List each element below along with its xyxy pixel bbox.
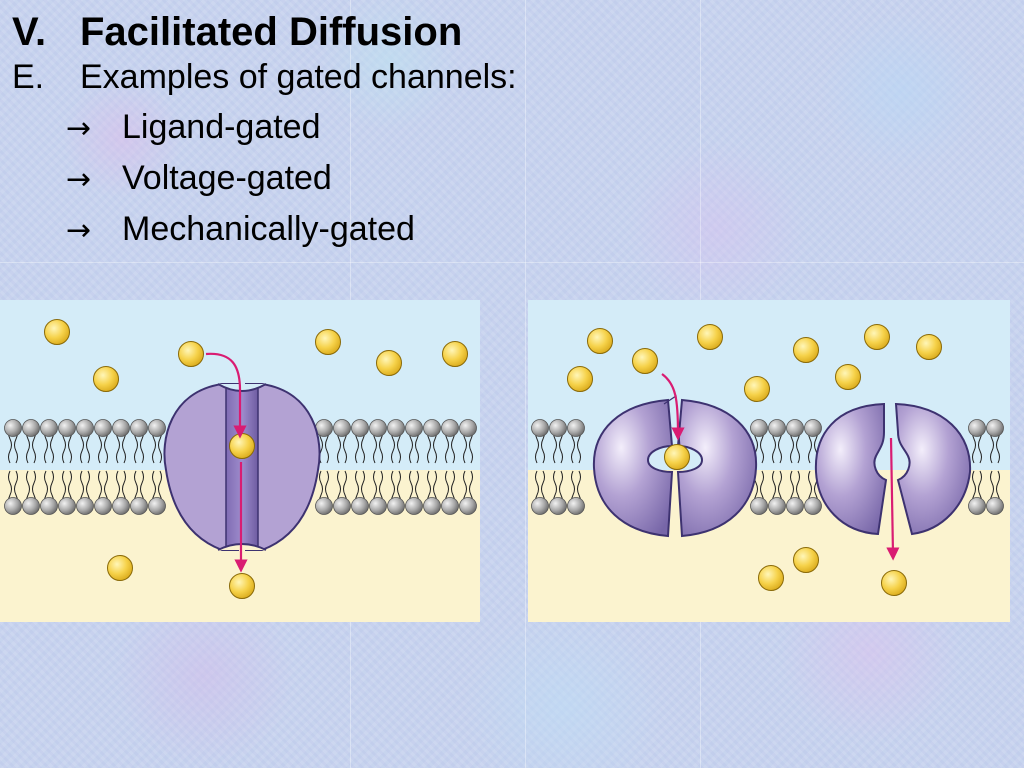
slide-title: V. Facilitated Diffusion xyxy=(12,8,462,56)
bullet-item: → Ligand-gated xyxy=(66,106,321,150)
diffusion-arrow-left xyxy=(205,352,248,573)
subheading-text: Examples of gated channels: xyxy=(80,58,517,96)
diffusion-arrow-right xyxy=(661,373,900,561)
bullet-item: → Mechanically-gated xyxy=(66,208,415,252)
bullet-text: Mechanically-gated xyxy=(122,210,415,248)
bullet-item: → Voltage-gated xyxy=(66,157,332,201)
right-arrow-icon: → xyxy=(66,111,92,146)
closed-gated-channel xyxy=(592,394,758,538)
background-divider xyxy=(0,262,1024,263)
subheading: E. Examples of gated channels: xyxy=(12,56,517,98)
bullet-text: Voltage-gated xyxy=(122,159,332,197)
title-text: Facilitated Diffusion xyxy=(80,10,463,54)
right-arrow-icon: → xyxy=(66,213,92,248)
right-arrow-icon: → xyxy=(66,162,92,197)
open-gated-channel xyxy=(814,402,972,536)
bullet-text: Ligand-gated xyxy=(122,108,321,146)
title-number: V. xyxy=(12,10,47,54)
subheading-letter: E. xyxy=(12,58,45,96)
ligand-gated-panel xyxy=(0,300,480,622)
gated-channels-figure xyxy=(0,300,1010,622)
mechanically-gated-panel xyxy=(528,300,1010,622)
solute-molecules-left xyxy=(44,319,468,599)
solute-molecules-right xyxy=(567,324,942,596)
background-divider xyxy=(525,0,526,768)
